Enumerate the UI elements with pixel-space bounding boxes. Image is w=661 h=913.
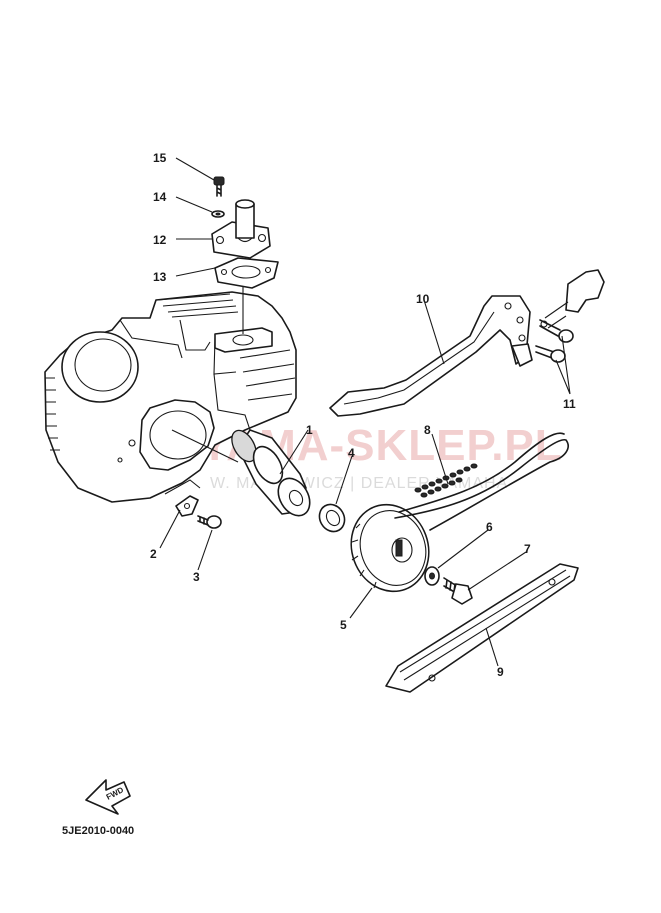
label-5: 5 bbox=[340, 618, 347, 632]
part-2-plate bbox=[175, 495, 199, 517]
part-15-bolt bbox=[213, 176, 225, 197]
label-3: 3 bbox=[193, 570, 200, 584]
part-13-gasket bbox=[214, 257, 279, 289]
leader-lines bbox=[159, 157, 571, 667]
label-9: 9 bbox=[497, 665, 504, 679]
part-1-camshaft bbox=[231, 429, 311, 517]
cylinder-head bbox=[44, 291, 297, 503]
label-14: 14 bbox=[153, 190, 167, 204]
part-11-bolts bbox=[535, 319, 574, 363]
part-6-washer bbox=[424, 566, 440, 586]
part-10-tensioner-arm bbox=[329, 295, 533, 417]
part-7-bolt bbox=[443, 577, 473, 605]
label-13: 13 bbox=[153, 270, 167, 284]
label-7: 7 bbox=[524, 542, 531, 556]
diagram-code: 5JE2010-0040 bbox=[62, 825, 134, 837]
part-9-chain-guide bbox=[385, 563, 579, 693]
part-4-collar bbox=[318, 503, 346, 533]
label-4: 4 bbox=[348, 446, 355, 460]
label-11: 11 bbox=[563, 397, 576, 411]
part-5-cam-sprocket bbox=[350, 503, 430, 593]
part-labels: 15 14 12 13 1 2 3 4 5 6 7 8 9 10 11 bbox=[150, 151, 576, 679]
fwd-arrow-icon: FWD bbox=[85, 779, 131, 815]
label-1: 1 bbox=[306, 423, 313, 437]
label-6: 6 bbox=[486, 520, 493, 534]
label-15: 15 bbox=[153, 151, 167, 165]
label-2: 2 bbox=[150, 547, 157, 561]
label-8: 8 bbox=[424, 423, 431, 437]
part-12-cam-chain-tensioner bbox=[211, 199, 271, 259]
label-10: 10 bbox=[416, 292, 430, 306]
part-14-washer bbox=[211, 210, 225, 218]
part-3-screw bbox=[197, 515, 222, 529]
label-12: 12 bbox=[153, 233, 167, 247]
bracket bbox=[544, 269, 605, 329]
